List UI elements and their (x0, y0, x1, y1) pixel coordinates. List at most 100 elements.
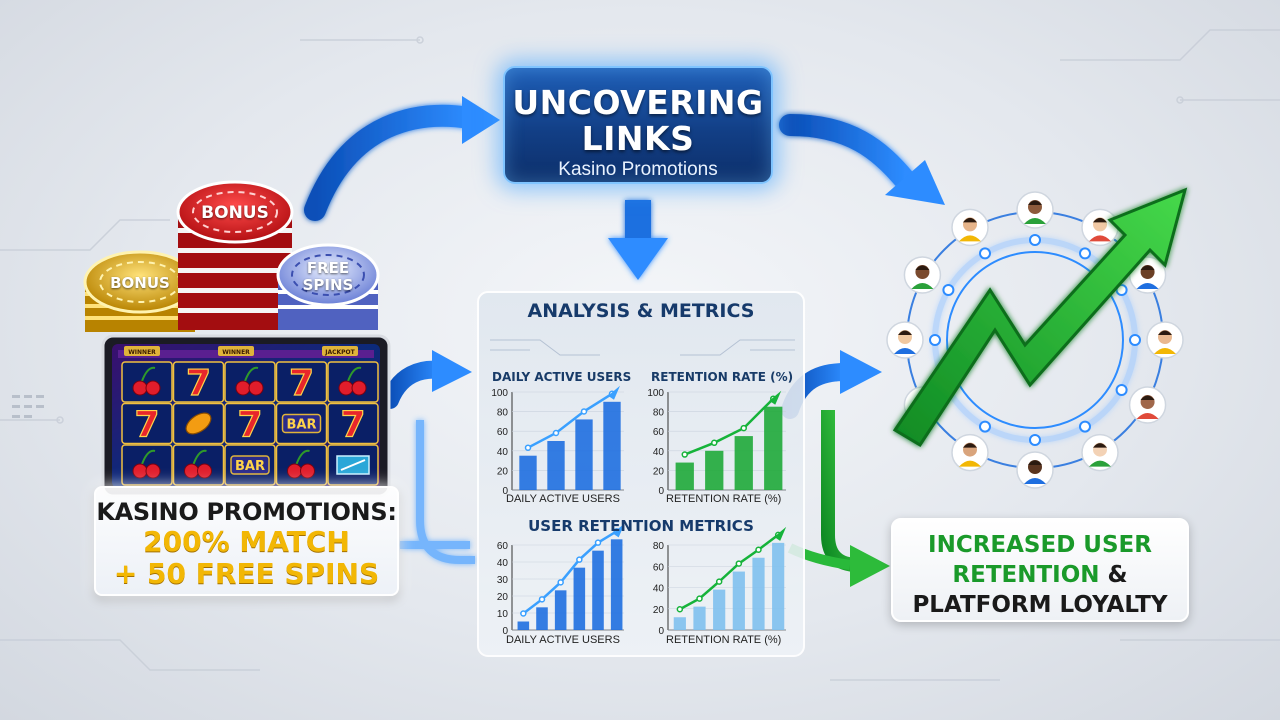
tick-label: 0 (658, 486, 664, 497)
trend-point (552, 429, 560, 437)
cherry-icon (184, 449, 212, 479)
svg-text:JACKPOT: JACKPOT (324, 349, 355, 356)
cherry-icon (235, 366, 264, 396)
user-avatar (951, 433, 989, 472)
result-line1: INCREASED USER (928, 532, 1152, 558)
circuit-background (0, 29, 1280, 681)
gold-chip-stack (83, 250, 197, 332)
chart-caption-retention: RETENTION RATE (%) (666, 493, 782, 505)
poker-chips (83, 180, 380, 332)
result-line3: PLATFORM LOYALTY (912, 592, 1168, 618)
chart-bar (752, 557, 765, 630)
chart-bar (519, 455, 537, 490)
slot-cell (121, 361, 173, 403)
tick-label: 20 (653, 605, 665, 616)
seven-symbol: 7 (289, 363, 314, 404)
chart-bar (575, 419, 593, 490)
tick-label: 60 (497, 427, 509, 438)
network-node (979, 420, 991, 433)
tick-label: 0 (502, 486, 508, 497)
result-amp: & (1099, 562, 1128, 588)
red-chip-stack (176, 180, 294, 330)
chart-caption-retention-2: RETENTION RATE (%) (666, 634, 782, 646)
red-chip-label: BONUS (201, 203, 269, 223)
tick-label: 20 (497, 592, 509, 603)
tick-label: 0 (502, 626, 508, 637)
title-subtitle: Kasino Promotions (558, 159, 718, 180)
user-avatar (1128, 256, 1167, 294)
slot-cell (224, 361, 276, 403)
arrow-chips-to-title (304, 104, 481, 221)
cherry-icon (132, 449, 161, 479)
trend-arrowhead (774, 526, 787, 541)
panel-circuit-lines (490, 339, 795, 356)
slot-cell: 7 (121, 402, 173, 446)
network-node (979, 247, 991, 260)
network-node (1115, 384, 1128, 396)
trend-arrowhead (608, 385, 620, 400)
slot-top-plaque: JACKPOT (322, 346, 358, 356)
user-avatar (1016, 451, 1054, 489)
trend-point (711, 439, 718, 447)
chart-bar (592, 550, 604, 630)
title-box: UNCOVERING LINKS Kasino Promotions (503, 66, 773, 184)
arrowhead-chips-to-title (462, 96, 500, 144)
slot-cell (327, 444, 379, 486)
chart-bar (693, 606, 706, 630)
chart-bar (573, 567, 586, 630)
trend-point (696, 595, 703, 602)
bar-symbol: BAR (235, 459, 265, 474)
cherry-icon (287, 449, 315, 479)
tick-label: 80 (653, 408, 665, 419)
trend-point (520, 610, 527, 617)
slot-cell (275, 444, 328, 486)
chart-bar (772, 542, 785, 630)
chart-bar (713, 589, 726, 630)
arrow-title-to-metrics (608, 200, 668, 280)
arrowhead-title-to-network (885, 160, 945, 205)
network-node (1029, 234, 1041, 246)
dot-grid-left (12, 395, 44, 418)
arrowhead-slot-to-metrics (432, 350, 472, 392)
chart-bar (675, 462, 694, 490)
chart-bar (705, 450, 724, 490)
trend-arrowhead (612, 523, 625, 538)
arrow-metrics-to-result (821, 410, 859, 572)
chart-bar (603, 401, 621, 490)
metrics-charts: 1008060402001008060402006040302010080604… (491, 385, 787, 637)
trend-point (524, 444, 532, 451)
retention-title: USER RETENTION METRICS (528, 517, 754, 535)
user-avatar (886, 321, 924, 359)
seven-symbol: 7 (340, 405, 365, 446)
chart-bar (673, 617, 686, 630)
tick-label: 80 (497, 408, 509, 419)
metrics-panel (477, 291, 805, 657)
bar-symbol: BAR (287, 418, 317, 433)
tick-label: 40 (653, 584, 665, 595)
chart-caption-dau-2: DAILY ACTIVE USERS (506, 634, 620, 646)
chart-caption-dau: DAILY ACTIVE USERS (506, 493, 620, 505)
tick-label: 40 (497, 558, 509, 569)
chart-title-dau: DAILY ACTIVE USERS (492, 370, 632, 384)
tick-label: 100 (491, 388, 508, 399)
slot-cell: 7 (172, 361, 225, 405)
chart-bar (734, 436, 753, 490)
slot-cell: BAR (224, 444, 276, 486)
promo-match: 200% MATCH (143, 525, 350, 558)
chart-title-retention: RETENTION RATE (%) (651, 370, 794, 384)
user-avatar (1016, 191, 1054, 229)
network-node (1129, 334, 1141, 346)
trend-point (557, 579, 564, 586)
seven-symbol: 7 (186, 363, 211, 404)
user-network (886, 191, 1184, 489)
tick-label: 100 (647, 388, 664, 399)
title-heading: UNCOVERING LINKS (512, 83, 764, 158)
promo-title: KASINO PROMOTIONS: (96, 498, 397, 526)
trend-line (527, 392, 613, 449)
chart-bar (732, 571, 745, 630)
trend-arrowhead (769, 390, 782, 405)
slot-cell: 7 (275, 361, 328, 405)
